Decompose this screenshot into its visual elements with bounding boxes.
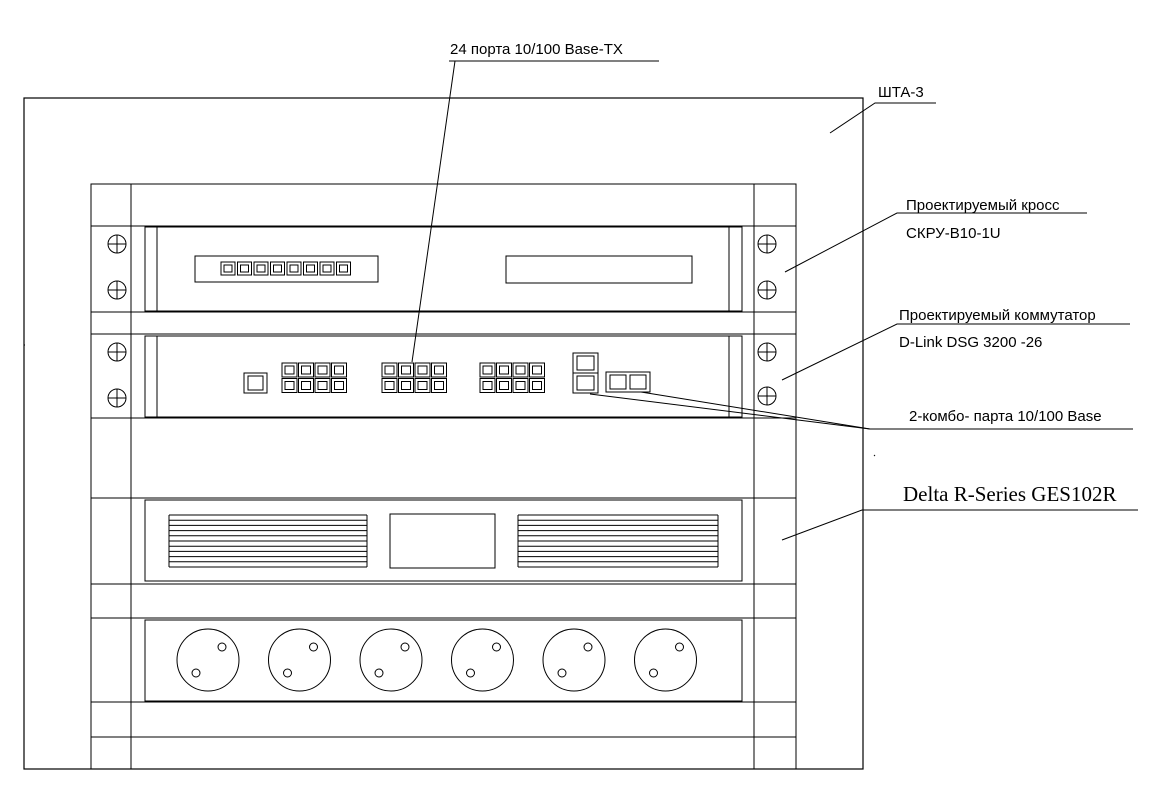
switch-port: [398, 362, 414, 378]
ups-display: [389, 513, 496, 569]
switch-port: [331, 378, 347, 393]
switch-port: [512, 362, 529, 378]
power-sockets: [176, 628, 697, 692]
cross-port: [237, 261, 252, 276]
label-ups: Delta R-Series GES102R: [903, 482, 1116, 506]
cross-port: [253, 261, 269, 276]
screw: [107, 280, 127, 300]
label-cross-line2: СКРУ-В10-1U: [906, 225, 1001, 242]
screw: [757, 280, 777, 300]
switch-port: [398, 378, 414, 393]
switch-port: [431, 362, 447, 378]
cross-port: [303, 261, 318, 276]
cross-port: [336, 261, 351, 276]
power-socket: [176, 628, 240, 692]
screw: [757, 234, 777, 254]
switch-port: [479, 362, 496, 378]
cross-label-window: [505, 255, 693, 284]
switch-port: [479, 378, 496, 393]
switch-port: [281, 378, 298, 393]
switch-port-group: [281, 362, 347, 393]
screw: [757, 342, 777, 362]
switch-port: [314, 362, 331, 378]
screw: [107, 234, 127, 254]
switch-port: [331, 362, 347, 378]
label-ports-tx: 24 порта 10/100 Base-TX: [450, 41, 623, 58]
switch-port: [381, 378, 398, 393]
screw: [107, 342, 127, 362]
mounting-screws: [107, 234, 777, 408]
switch-port-group: [479, 362, 545, 393]
switch-port: [381, 362, 398, 378]
switch-port: [496, 362, 512, 378]
cross-port-block: [194, 255, 379, 283]
switch-port: [298, 378, 314, 393]
switch-port: [414, 378, 431, 393]
switch-port: [512, 378, 529, 393]
cross-ports: [220, 261, 351, 276]
switch-port-group: [381, 362, 447, 393]
power-socket: [634, 628, 697, 692]
switch-console-port: [243, 372, 268, 394]
power-socket: [451, 628, 514, 692]
switch-port: [431, 378, 447, 393]
cross-port: [220, 261, 236, 276]
label-combo: 2-комбо- парта 10/100 Base: [909, 408, 1102, 425]
label-switch-line1: Проектируемый коммутатор: [899, 307, 1096, 324]
label-cross-line1: Проектируемый кросс: [906, 197, 1060, 214]
cross-port: [270, 261, 285, 276]
switch-port: [414, 362, 431, 378]
combo-ports: [572, 352, 651, 394]
label-switch-line2: D-Link DSG 3200 -26: [899, 334, 1042, 351]
label-cabinet: ШТА-3: [878, 84, 924, 101]
switch-port: [529, 378, 545, 393]
power-socket: [542, 628, 606, 692]
switch-port: [496, 378, 512, 393]
rack-inner-frame: [90, 183, 797, 770]
screw: [107, 388, 127, 408]
switch-port: [529, 362, 545, 378]
ups-vent-left: [168, 514, 368, 568]
screw: [757, 386, 777, 406]
power-strip: [144, 619, 743, 702]
ups-vent-right: [517, 514, 719, 568]
power-socket: [268, 628, 331, 692]
switch-panel: [144, 335, 743, 418]
switch-port: [314, 378, 331, 393]
power-socket: [359, 628, 423, 692]
cross-port: [319, 261, 335, 276]
switch-port: [298, 362, 314, 378]
cross-port: [286, 261, 302, 276]
switch-port: [281, 362, 298, 378]
switch-port-groups: [281, 362, 545, 393]
cross-panel: [144, 226, 743, 312]
ups-panel: [144, 499, 743, 582]
